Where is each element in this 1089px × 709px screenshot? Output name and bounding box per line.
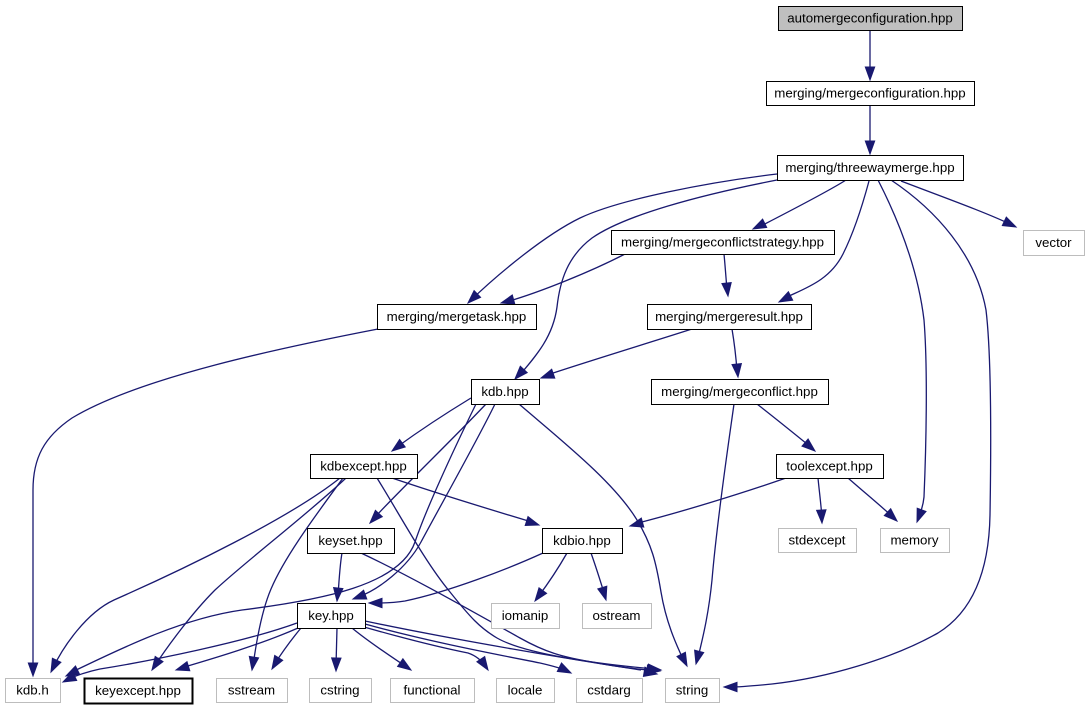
svg-text:merging/mergetask.hpp: merging/mergetask.hpp bbox=[387, 309, 527, 324]
svg-text:merging/threewaymerge.hpp: merging/threewaymerge.hpp bbox=[785, 160, 954, 175]
svg-text:keyexcept.hpp: keyexcept.hpp bbox=[95, 683, 181, 698]
svg-text:kdbio.hpp: kdbio.hpp bbox=[553, 533, 611, 548]
svg-text:stdexcept: stdexcept bbox=[789, 533, 846, 548]
svg-text:merging/mergeconflictstrategy.: merging/mergeconflictstrategy.hpp bbox=[621, 235, 824, 250]
svg-text:cstring: cstring bbox=[320, 683, 359, 698]
svg-text:merging/mergeconfiguration.hpp: merging/mergeconfiguration.hpp bbox=[774, 86, 965, 101]
svg-text:locale: locale bbox=[508, 683, 543, 698]
svg-text:functional: functional bbox=[404, 683, 461, 698]
svg-text:toolexcept.hpp: toolexcept.hpp bbox=[786, 459, 873, 474]
svg-text:iomanip: iomanip bbox=[502, 608, 549, 623]
svg-text:kdb.hpp: kdb.hpp bbox=[481, 384, 528, 399]
svg-text:sstream: sstream bbox=[228, 683, 275, 698]
svg-text:keyset.hpp: keyset.hpp bbox=[318, 533, 382, 548]
svg-text:string: string bbox=[676, 683, 709, 698]
svg-text:merging/mergeconflict.hpp: merging/mergeconflict.hpp bbox=[661, 384, 818, 399]
svg-text:kdb.h: kdb.h bbox=[16, 683, 49, 698]
svg-text:ostream: ostream bbox=[592, 608, 640, 623]
svg-text:cstdarg: cstdarg bbox=[587, 683, 631, 698]
svg-text:key.hpp: key.hpp bbox=[308, 608, 354, 623]
svg-text:merging/mergeresult.hpp: merging/mergeresult.hpp bbox=[655, 309, 803, 324]
svg-text:memory: memory bbox=[890, 533, 938, 548]
svg-text:vector: vector bbox=[1035, 235, 1072, 250]
svg-text:kdbexcept.hpp: kdbexcept.hpp bbox=[320, 459, 407, 474]
svg-text:automergeconfiguration.hpp: automergeconfiguration.hpp bbox=[787, 11, 953, 26]
